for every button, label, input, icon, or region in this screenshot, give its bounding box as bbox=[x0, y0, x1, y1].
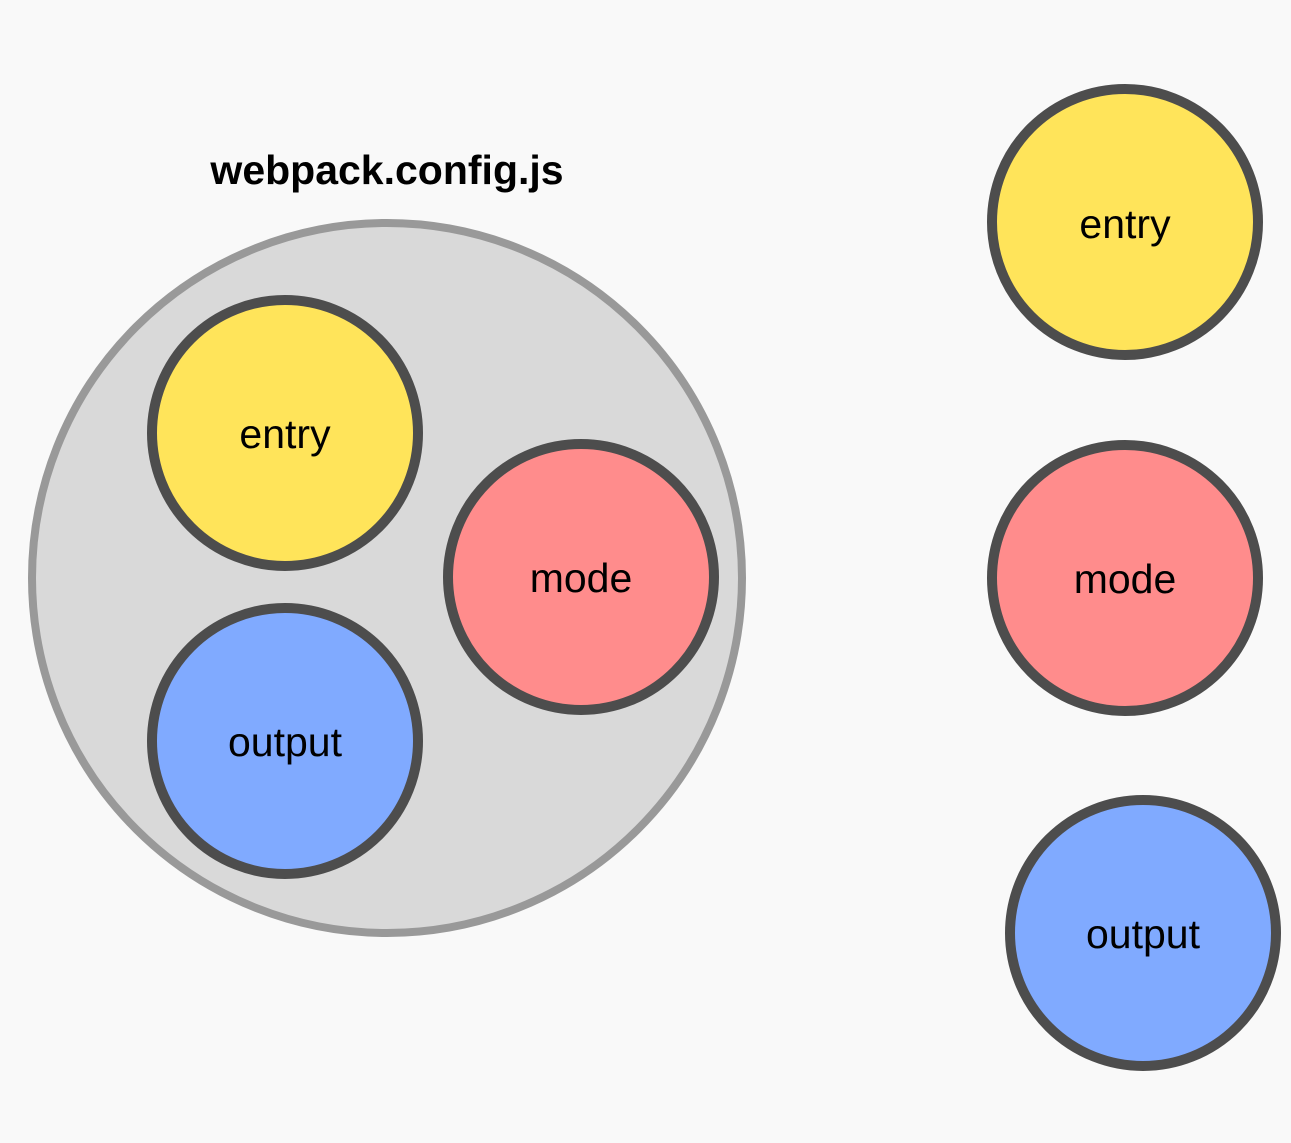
config-group: webpack.config.js entry mode output bbox=[28, 147, 746, 937]
config-output-label: output bbox=[228, 719, 343, 765]
standalone-output-circle bbox=[1005, 795, 1281, 1071]
config-title: webpack.config.js bbox=[209, 147, 563, 193]
config-output-circle bbox=[147, 603, 423, 879]
config-mode-label: mode bbox=[530, 555, 633, 601]
standalone-entry-circle bbox=[987, 84, 1263, 360]
standalone-group: entry mode output bbox=[987, 84, 1281, 1071]
config-node-entry: entry bbox=[147, 295, 423, 571]
config-entry-label: entry bbox=[239, 411, 331, 457]
standalone-output-label: output bbox=[1086, 911, 1201, 957]
config-node-output: output bbox=[147, 603, 423, 879]
config-node-mode: mode bbox=[443, 439, 719, 715]
standalone-entry-label: entry bbox=[1079, 201, 1171, 247]
standalone-mode-circle bbox=[987, 440, 1263, 716]
standalone-mode-label: mode bbox=[1074, 556, 1177, 602]
config-entry-circle bbox=[147, 295, 423, 571]
standalone-node-mode: mode bbox=[987, 440, 1263, 716]
config-mode-circle bbox=[443, 439, 719, 715]
standalone-node-entry: entry bbox=[987, 84, 1263, 360]
standalone-node-output: output bbox=[1005, 795, 1281, 1071]
